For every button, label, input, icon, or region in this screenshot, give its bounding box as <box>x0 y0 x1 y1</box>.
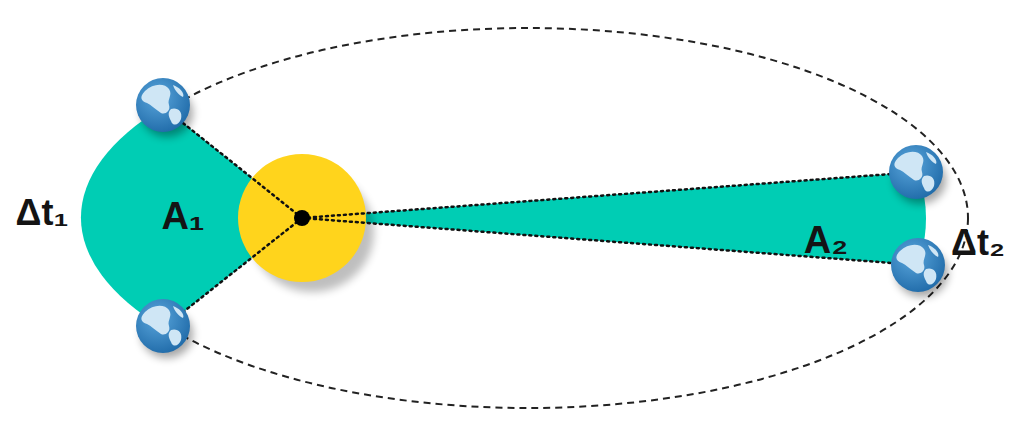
time-interval-label: Δt₁ <box>16 195 69 231</box>
planet <box>136 299 193 358</box>
planet <box>136 78 193 137</box>
time-interval-label: Δt₂ <box>951 225 1005 261</box>
radius-line <box>163 107 918 328</box>
focus-dot <box>294 210 310 226</box>
area-label: A₁ <box>161 197 204 235</box>
swept-area <box>302 172 926 265</box>
planet <box>891 238 948 297</box>
area-label: A₂ <box>804 221 848 259</box>
sun <box>238 154 366 282</box>
planet <box>889 145 946 204</box>
